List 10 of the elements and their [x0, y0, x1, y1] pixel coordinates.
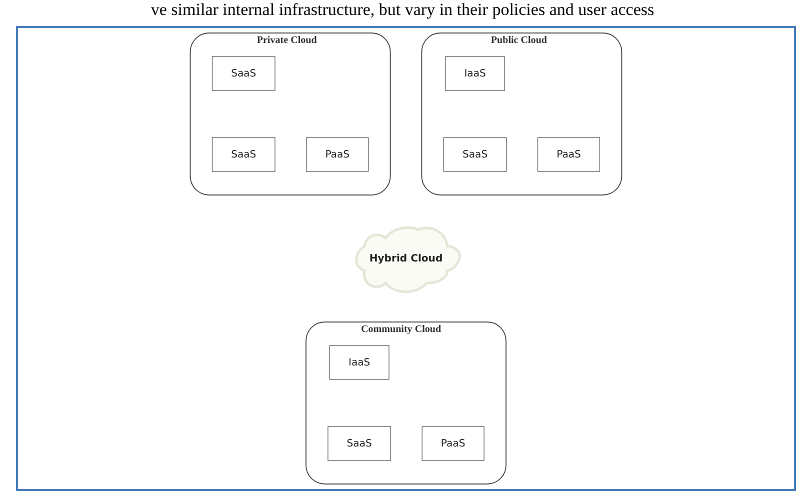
- node-box: SaaS: [443, 137, 507, 172]
- node-box: SaaS: [212, 137, 276, 172]
- node-box: SaaS: [328, 426, 391, 461]
- node-box: IaaS: [445, 56, 505, 91]
- node-box: PaaS: [422, 426, 484, 461]
- node-box: PaaS: [306, 137, 369, 172]
- node-box: SaaS: [212, 56, 276, 91]
- note-text: ve similar internal infrastructure, but vary in their policies and user access: [150, 0, 656, 21]
- node-box: IaaS: [329, 345, 390, 380]
- node-box: PaaS: [537, 137, 600, 172]
